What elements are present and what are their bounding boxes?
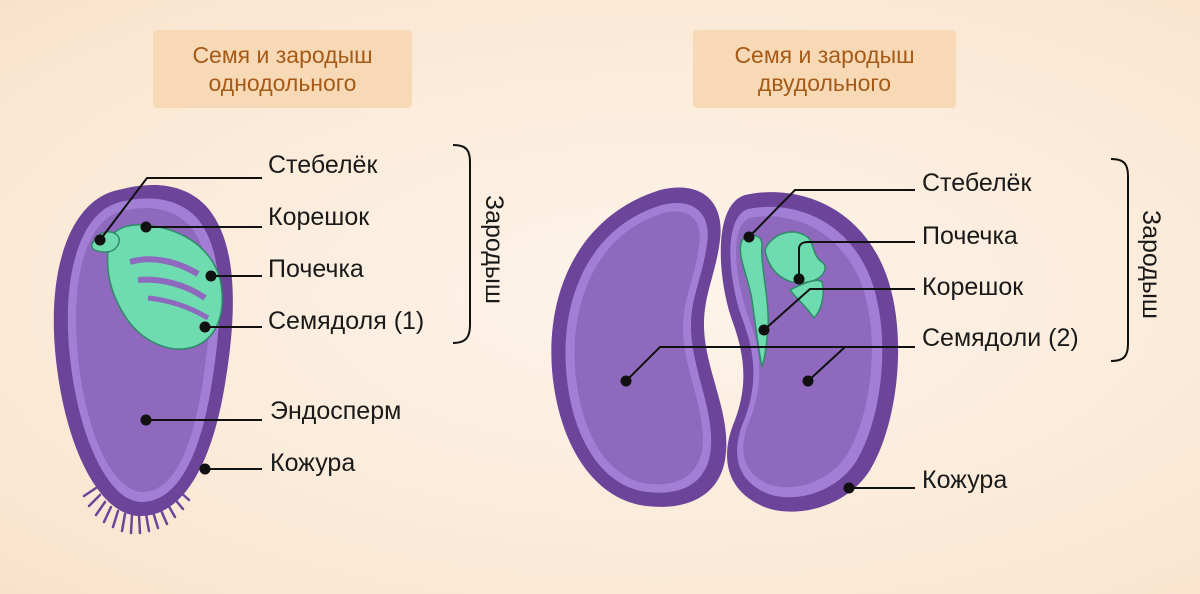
monocot-embryo-bracket xyxy=(452,144,471,344)
dicot-label-stem: Стебелёк xyxy=(922,169,1032,197)
monocot-label-root: Корешок xyxy=(268,203,370,231)
dicot-left-cotyledon xyxy=(574,211,703,485)
dicot-embryo-group-label: Зародыш xyxy=(1137,210,1165,319)
monocot-title: Семя и зародыш однодольного xyxy=(153,30,412,108)
monocot-title-line1: Семя и зародыш xyxy=(192,42,373,68)
monocot-label-cotyledon: Семядоля (1) xyxy=(268,307,425,335)
monocot-embryo-group-label: Зародыш xyxy=(480,195,508,304)
dicot-title-line2: двудольного xyxy=(757,70,892,96)
dicot-label-bud: Почечка xyxy=(922,222,1018,250)
dicot-right-cotyledon xyxy=(736,216,872,488)
monocot-label-coat: Кожура xyxy=(270,449,356,477)
dicot-seed xyxy=(551,158,1129,512)
dicot-label-coat: Кожура xyxy=(922,466,1008,494)
monocot-label-endosperm: Эндосперм xyxy=(270,397,402,425)
dicot-title-line1: Семя и зародыш xyxy=(734,42,915,68)
monocot-title-line2: однодольного xyxy=(208,70,357,96)
dicot-title: Семя и зародыш двудольного xyxy=(693,30,956,108)
dicot-label-cotyledons: Семядоли (2) xyxy=(922,324,1079,352)
monocot-label-stem: Стебелёк xyxy=(268,151,378,179)
monocot-leaders xyxy=(99,177,262,470)
dicot-embryo-bracket xyxy=(1110,158,1129,362)
dicot-label-root: Корешок xyxy=(922,273,1024,301)
monocot-label-bud: Почечка xyxy=(268,255,364,283)
dicot-leaders xyxy=(625,189,915,489)
monocot-seed xyxy=(53,144,471,535)
monocot-embryo xyxy=(90,224,224,350)
